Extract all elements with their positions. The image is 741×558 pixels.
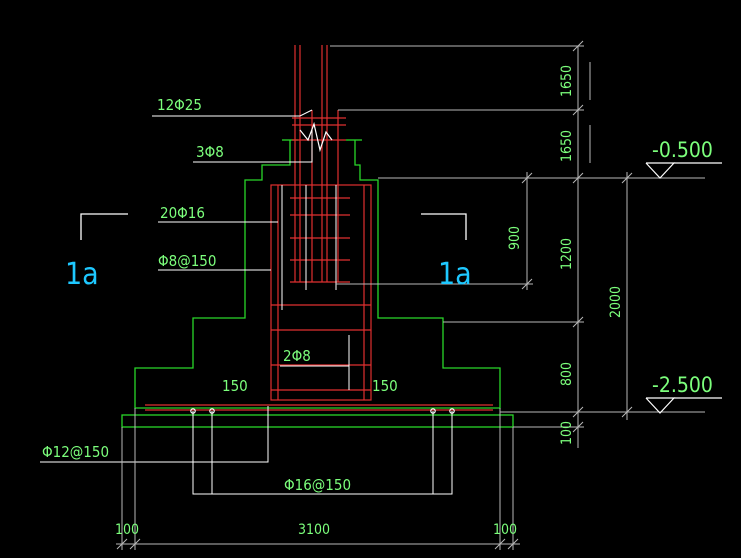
dim-bottom-left: 100 <box>115 522 139 538</box>
elevation-top-symbol <box>645 162 676 179</box>
elevation-top-label: -0.500 <box>652 138 713 162</box>
label-bottom-bars-a: Φ12@150 <box>42 443 109 461</box>
section-cut-marks <box>80 213 467 240</box>
label-bottom-bars-b: Φ16@150 <box>284 476 351 494</box>
dim-right-1650-lower: 1650 <box>559 130 575 162</box>
elevation-markers <box>645 162 722 414</box>
leader-stirrup-top <box>193 130 313 163</box>
dim-right-1650-upper: 1650 <box>559 65 575 97</box>
section-cut-right <box>421 213 467 240</box>
dim-right-900: 900 <box>507 226 523 250</box>
leader-main-bars <box>152 109 313 117</box>
dim-tick <box>521 172 533 184</box>
label-main-bars: 12Φ25 <box>157 96 202 114</box>
footing-outline <box>134 140 501 409</box>
reinforcement <box>145 45 493 411</box>
label-ties: 2Φ8 <box>283 347 311 365</box>
dim-tick <box>572 316 584 328</box>
dim-tick <box>621 406 633 418</box>
pedestal-stirrup <box>270 184 372 401</box>
label-cover-right: 150 <box>372 377 398 395</box>
dim-tick <box>116 538 128 550</box>
dim-tick <box>572 421 584 433</box>
dim-tick <box>621 172 633 184</box>
section-cut-left <box>80 213 128 240</box>
dim-tick <box>572 104 584 116</box>
label-cover-left: 150 <box>222 377 248 395</box>
dim-tick <box>572 40 584 52</box>
label-pedestal-stirrup: Φ8@150 <box>158 252 216 270</box>
dim-bottom-right: 100 <box>493 522 517 538</box>
leader-bottom-a <box>40 406 269 463</box>
break-line-symbol <box>299 121 333 153</box>
leader-bottom-b <box>192 411 453 495</box>
leader-lines <box>40 109 453 495</box>
dim-right-800: 800 <box>559 362 575 386</box>
section-mark-left: 1a <box>65 257 99 292</box>
elevation-bottom-symbol <box>645 397 676 414</box>
dim-tick <box>572 172 584 184</box>
dim-tick <box>129 538 141 550</box>
label-pedestal-bars: 20Φ16 <box>160 204 205 222</box>
dim-tick <box>494 538 506 550</box>
dim-tick <box>507 538 519 550</box>
dim-bottom-width: 3100 <box>298 522 330 538</box>
blinding-pad <box>121 414 514 428</box>
dim-tick <box>521 278 533 290</box>
dim-right-100: 100 <box>559 421 575 445</box>
dim-right-1200: 1200 <box>559 238 575 270</box>
elevation-bottom-label: -2.500 <box>652 373 713 397</box>
label-stirrup-top: 3Φ8 <box>196 143 224 161</box>
dim-tick <box>572 406 584 418</box>
section-mark-right: 1a <box>438 257 472 292</box>
dimension-lines <box>116 40 705 550</box>
dim-right-2000: 2000 <box>608 286 624 318</box>
